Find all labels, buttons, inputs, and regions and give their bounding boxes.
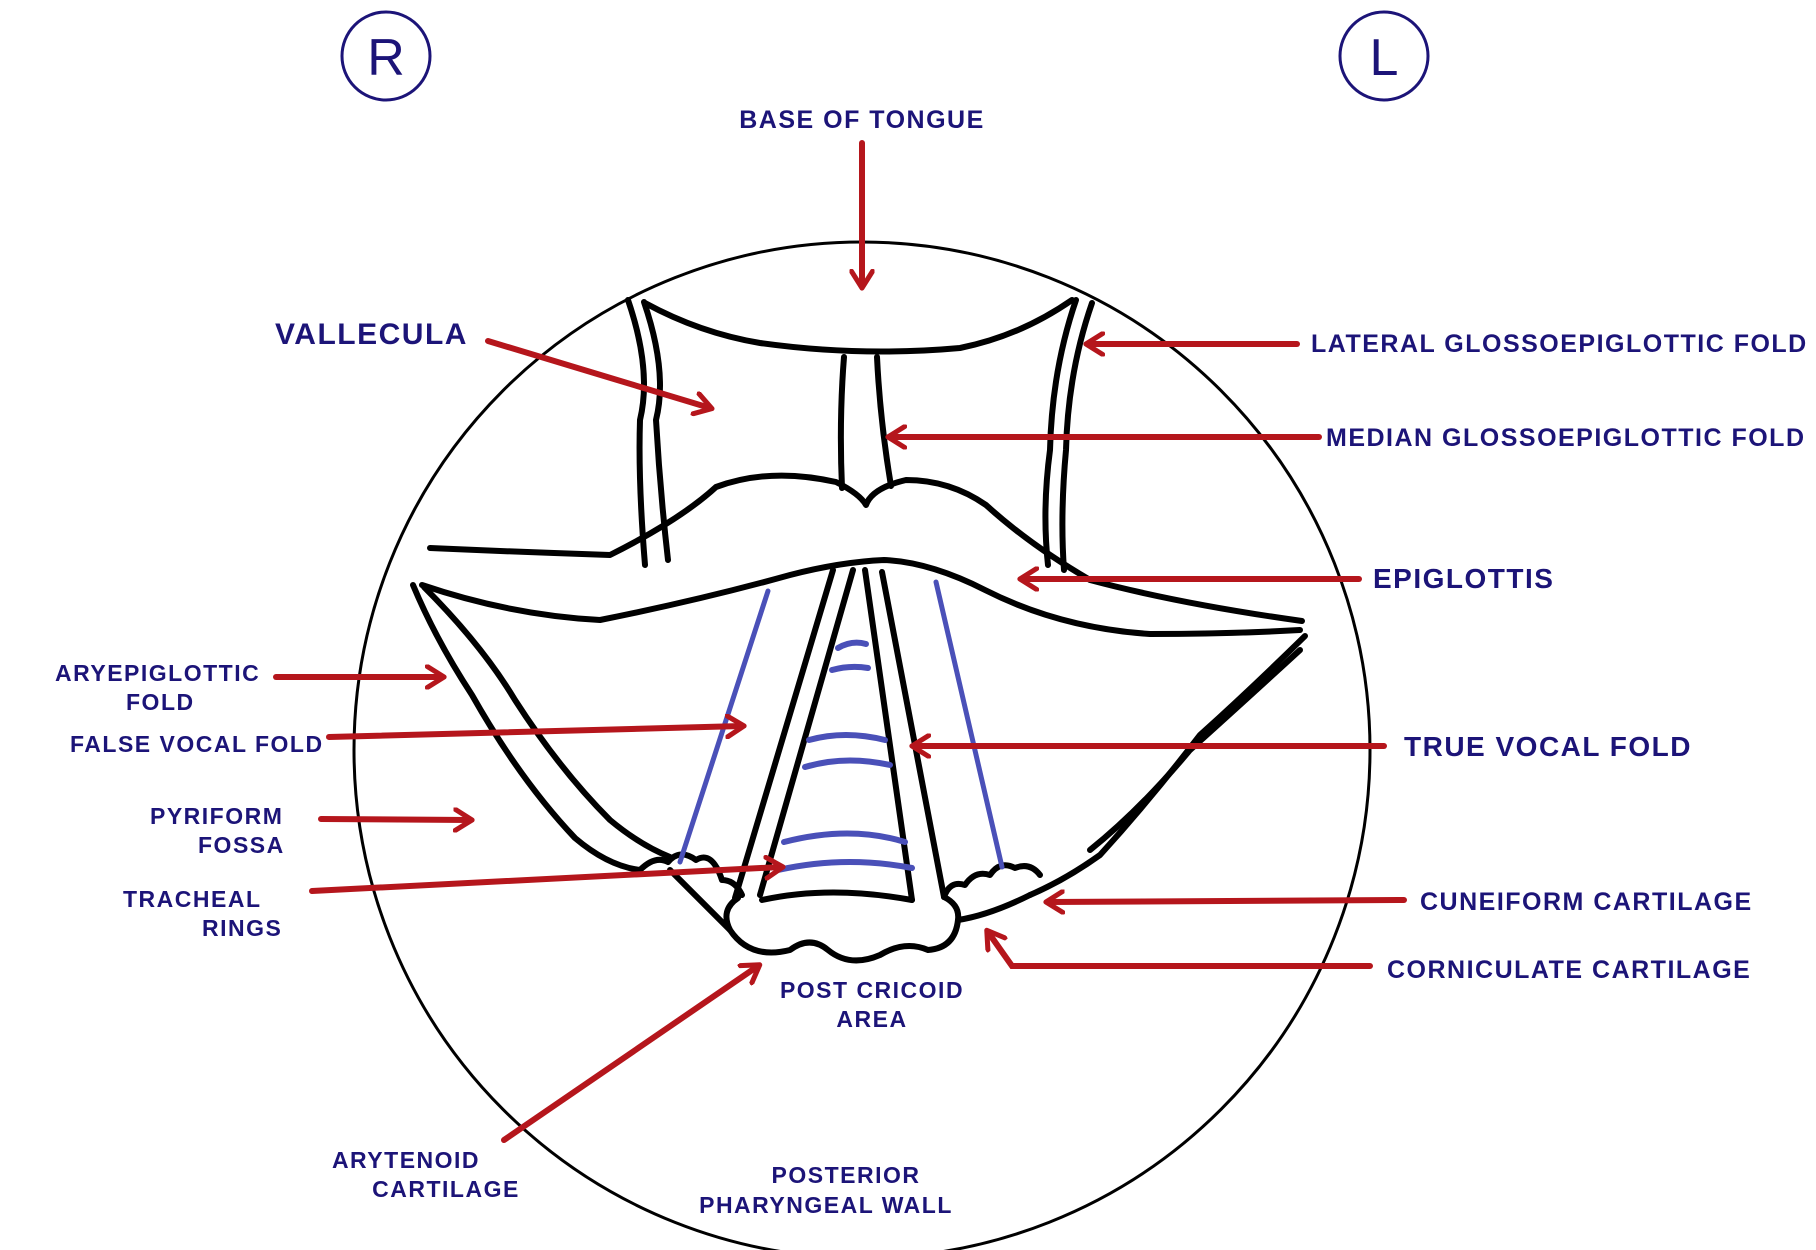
side-letter-left: L bbox=[1370, 29, 1399, 87]
label-posterior-pharyngeal-wall-line2: PHARYNGEAL WALL bbox=[699, 1192, 953, 1218]
label-lateral-glossoepiglottic-fold: LATERAL GLOSSOEPIGLOTTIC FOLD bbox=[1311, 330, 1808, 358]
lateral-glossoepiglottic-fold-left-b bbox=[1059, 300, 1095, 573]
side-marker-right: R bbox=[340, 10, 432, 102]
median-glossoepiglottic-fold-a bbox=[837, 354, 847, 491]
side-marker-left: L bbox=[1338, 10, 1430, 102]
lateral-glossoepiglottic-fold-right-b bbox=[641, 299, 671, 563]
arrow-arytenoid-cartilage bbox=[501, 966, 758, 1143]
median-glossoepiglottic-fold-b bbox=[874, 354, 894, 489]
epiglottis-upper-border bbox=[427, 472, 1305, 624]
post-cricoid-connection-right bbox=[667, 867, 733, 933]
label-base-of-tongue: BASE OF TONGUE bbox=[739, 106, 985, 134]
post-cricoid-connection-left bbox=[955, 892, 1033, 923]
lateral-glossoepiglottic-fold-left-a bbox=[1042, 297, 1079, 568]
tracheal-ring-5 bbox=[781, 830, 908, 845]
corniculate-cartilage-bumps bbox=[723, 894, 962, 964]
aryepiglottic-fold-right-inner bbox=[421, 584, 673, 860]
base-of-tongue-edge bbox=[642, 297, 1075, 355]
arrow-cuneiform-cartilage bbox=[1048, 900, 1407, 902]
arrow-corniculate-cartilage bbox=[988, 932, 1373, 969]
cuneiform-cartilage-right bbox=[637, 851, 745, 898]
aryepiglottic-fold-right-outer bbox=[410, 582, 643, 873]
label-median-glossoepiglottic-fold: MEDIAN GLOSSOEPIGLOTTIC FOLD bbox=[1326, 424, 1806, 452]
tracheal-ring-2 bbox=[829, 663, 871, 673]
label-tracheal-rings-line2: RINGS bbox=[202, 915, 282, 941]
tracheal-ring-1 bbox=[835, 639, 869, 651]
label-false-vocal-fold: FALSE VOCAL FOLD bbox=[70, 731, 324, 757]
label-cuneiform-cartilage: CUNEIFORM CARTILAGE bbox=[1420, 888, 1753, 916]
tracheal-ring-3 bbox=[806, 732, 888, 743]
larynx-anatomy bbox=[410, 297, 1308, 964]
lateral-glossoepiglottic-fold-right-a bbox=[625, 297, 648, 568]
posterior-commissure bbox=[759, 889, 915, 903]
true-vocal-fold-right-inner bbox=[757, 567, 856, 898]
tracheal-ring-4 bbox=[802, 757, 893, 770]
aryepiglottic-fold-left-outer bbox=[1027, 633, 1308, 898]
arrow-tracheal-rings bbox=[309, 867, 781, 894]
cuneiform-cartilage-left bbox=[941, 862, 1043, 900]
tracheal-rings bbox=[775, 639, 915, 873]
aryepiglottic-fold-left-inner bbox=[1087, 647, 1303, 853]
tracheal-ring-6 bbox=[775, 859, 915, 873]
side-letter-right: R bbox=[367, 29, 405, 87]
arrow-vallecula bbox=[485, 338, 710, 408]
false-vocal-fold-left bbox=[933, 579, 1005, 870]
arrow-false-vocal-fold bbox=[326, 726, 742, 740]
arrow-pyriform-fossa bbox=[318, 819, 470, 820]
label-vallecula: VALLECULA bbox=[275, 318, 468, 351]
epiglottis-lower-border bbox=[419, 557, 1303, 637]
label-aryepiglottic-fold-line1: ARYEPIGLOTTIC bbox=[55, 660, 260, 686]
label-aryepiglottic-fold-line2: FOLD bbox=[126, 689, 195, 715]
label-tracheal-rings-line1: TRACHEAL bbox=[123, 886, 262, 912]
label-epiglottis: EPIGLOTTIS bbox=[1373, 563, 1554, 594]
label-arytenoid-cartilage-line2: CARTILAGE bbox=[372, 1176, 520, 1202]
labels: BASE OF TONGUE VALLECULA LATERAL GLOSSOE… bbox=[55, 106, 1808, 1218]
pointer-arrows bbox=[273, 140, 1407, 1143]
label-posterior-pharyngeal-wall-line1: POSTERIOR bbox=[772, 1162, 921, 1188]
label-pyriform-fossa-line1: PYRIFORM bbox=[150, 803, 283, 829]
label-post-cricoid-area-line1: POST CRICOID bbox=[780, 977, 964, 1003]
label-corniculate-cartilage: CORNICULATE CARTILAGE bbox=[1387, 956, 1751, 984]
true-vocal-fold-left-inner bbox=[862, 567, 915, 903]
label-arytenoid-cartilage-line1: ARYTENOID bbox=[332, 1147, 480, 1173]
true-vocal-fold-right-outer bbox=[732, 567, 836, 901]
label-pyriform-fossa-line2: FOSSA bbox=[198, 832, 285, 858]
label-true-vocal-fold: TRUE VOCAL FOLD bbox=[1404, 731, 1692, 762]
label-post-cricoid-area-line2: AREA bbox=[836, 1006, 907, 1032]
